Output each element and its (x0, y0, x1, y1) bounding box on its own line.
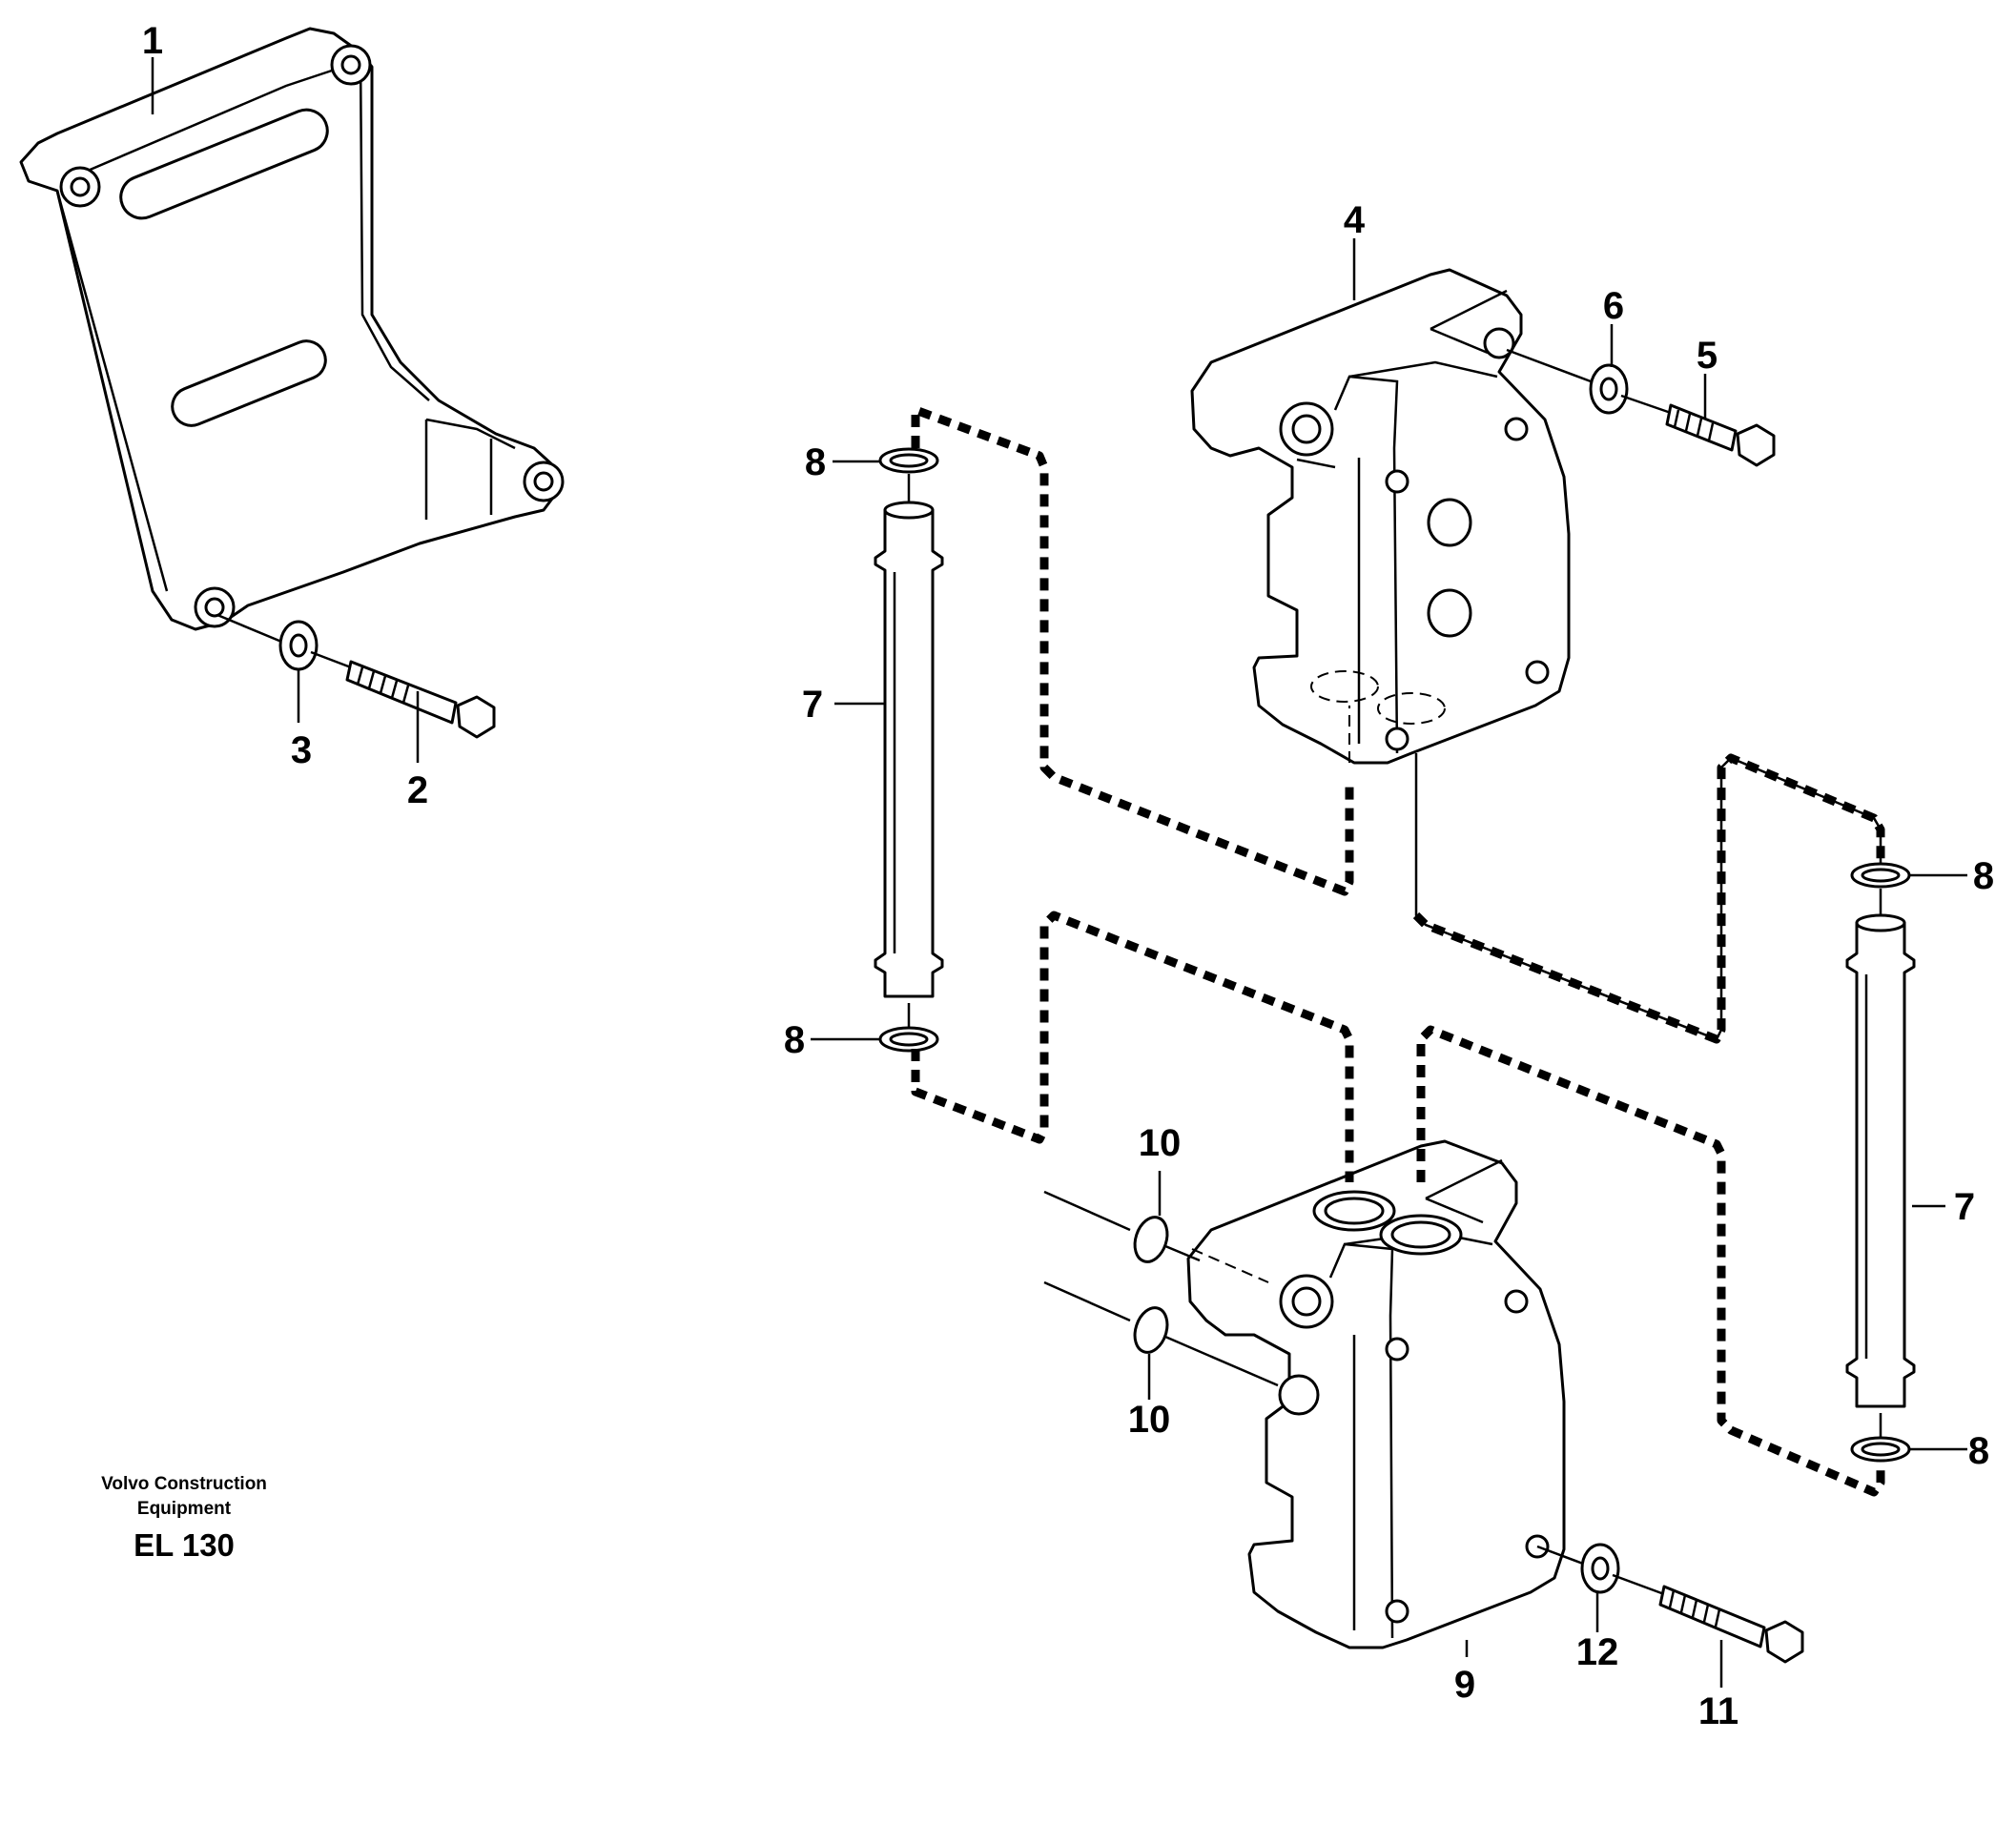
bolt-and-washer-5-6 (1506, 348, 1776, 467)
tube-part-7-left (874, 447, 944, 1053)
callout-8-upper-right: 8 (1973, 855, 1994, 897)
assembly-path-lines (911, 405, 1885, 1497)
callout-9: 9 (1454, 1664, 1475, 1706)
caption-brand-line1: Volvo Construction (101, 1474, 267, 1494)
caption-code: EL 130 (134, 1527, 235, 1563)
bolt-and-washer-11-12 (1536, 1543, 1804, 1664)
callout-3: 3 (291, 729, 312, 771)
callout-10-upper: 10 (1139, 1122, 1182, 1164)
callout-2: 2 (407, 769, 428, 811)
o-rings-part-10 (1043, 1190, 1279, 1387)
caption-brand-line2: Equipment (137, 1499, 232, 1519)
callout-4: 4 (1344, 199, 1366, 241)
callout-5: 5 (1697, 335, 1718, 377)
bolt-and-washer-2-3 (216, 613, 496, 739)
callout-7-right: 7 (1954, 1186, 1975, 1228)
bracket-part-1 (19, 27, 565, 631)
callout-6: 6 (1603, 285, 1624, 327)
callout-11: 11 (1698, 1690, 1738, 1732)
callout-8-lower-right: 8 (1968, 1430, 1989, 1472)
callout-1: 1 (142, 20, 163, 62)
callout-numbers: 1 2 3 4 5 6 7 7 8 8 8 8 9 10 10 11 12 (142, 20, 1994, 1732)
callout-8-lower-left: 8 (784, 1019, 805, 1061)
valve-block-part-4 (1190, 268, 1571, 765)
callout-8-upper-left: 8 (805, 441, 826, 483)
valve-block-part-9 (1186, 1139, 1566, 1649)
callout-7-left: 7 (802, 684, 823, 726)
callout-leaders (151, 57, 1967, 1688)
caption-block: Volvo Construction Equipment EL 130 (101, 1474, 267, 1563)
tube-part-7-right (1845, 862, 1916, 1463)
callout-12: 12 (1576, 1631, 1619, 1673)
callout-10-lower: 10 (1128, 1399, 1171, 1441)
